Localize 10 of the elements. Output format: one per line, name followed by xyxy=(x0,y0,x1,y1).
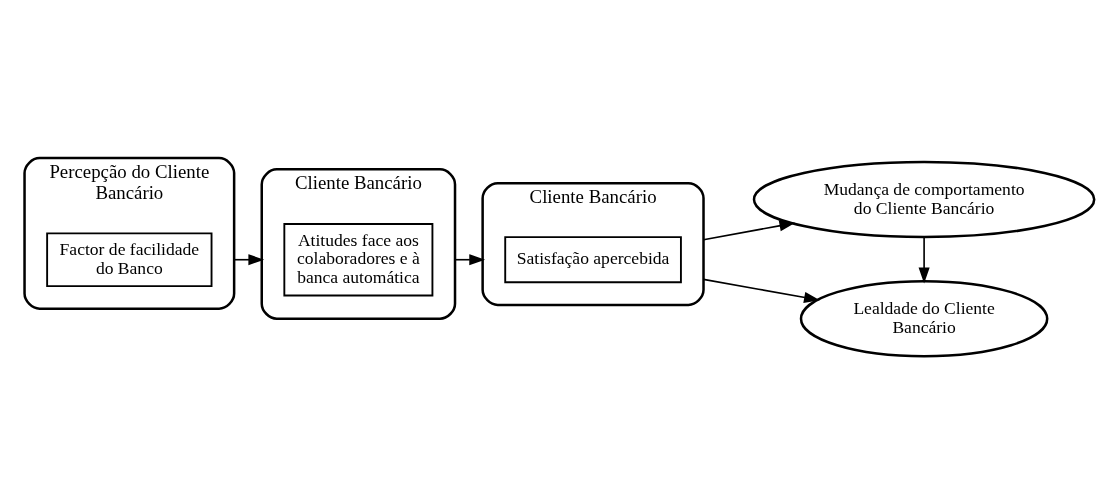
node-ellipse: Lealdade do Cliente Bancário xyxy=(799,279,1049,358)
arrow xyxy=(454,254,486,266)
node-box: Atitudes face aos colaboradores e à banca automática xyxy=(283,223,434,297)
arrow xyxy=(233,254,265,266)
arrow xyxy=(918,236,930,284)
node-ellipse: Mudança de comportamento do Cliente Bancário xyxy=(752,160,1096,239)
arrow xyxy=(702,220,796,241)
arrow xyxy=(702,278,820,303)
node-box: Satisfação apercebida xyxy=(504,236,682,284)
node-box: Factor de facilidade do Banco xyxy=(46,232,213,287)
